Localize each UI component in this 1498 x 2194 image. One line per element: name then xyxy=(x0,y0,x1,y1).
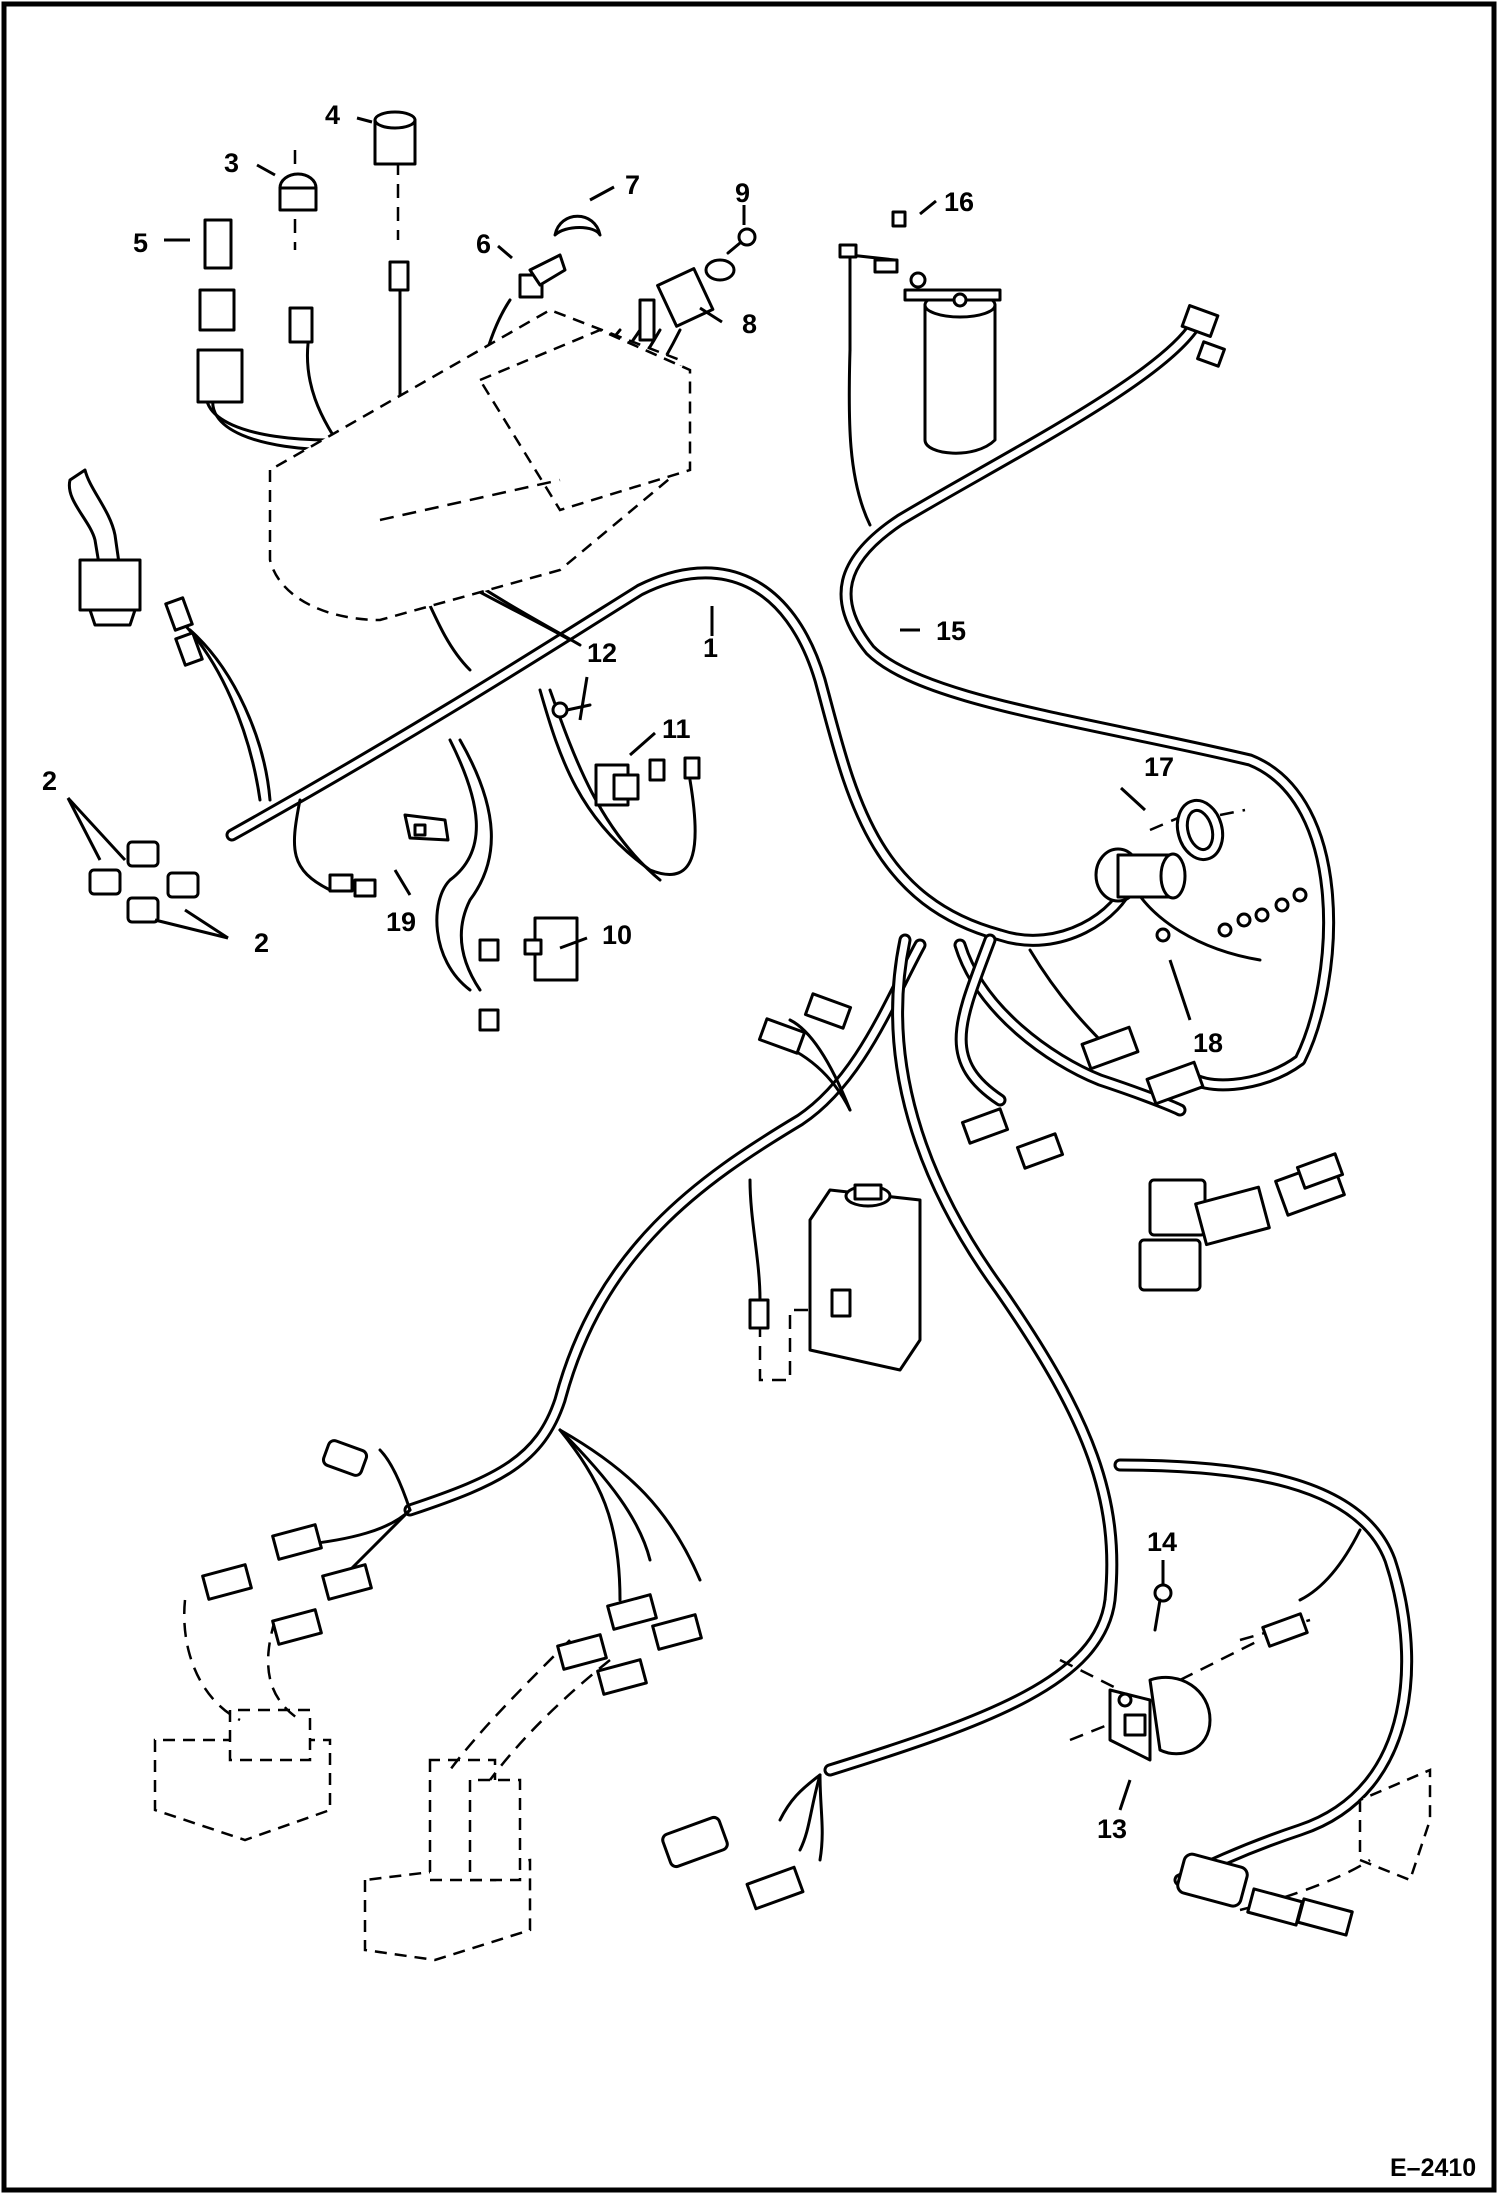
callout-19: 19 xyxy=(386,907,416,937)
switch-3 xyxy=(278,172,318,212)
key-switch-8 xyxy=(638,258,736,342)
bracket-19 xyxy=(403,813,450,842)
figure-code: E–2410 xyxy=(1390,2154,1476,2182)
ring-terminals-18 xyxy=(1155,887,1308,943)
callout-2-upper: 2 xyxy=(42,766,57,796)
callout-2-lower: 2 xyxy=(254,928,269,958)
joystick xyxy=(67,468,204,667)
callout-18: 18 xyxy=(1193,1028,1223,1058)
callout-9: 9 xyxy=(735,178,750,208)
callout-3: 3 xyxy=(224,148,239,178)
callout-labels: 1 2 2 3 4 5 6 7 8 9 10 11 12 13 14 15 16… xyxy=(42,100,1476,2182)
harness-15-end-connector xyxy=(1180,304,1226,368)
reservoir xyxy=(748,1183,922,1372)
callout-10: 10 xyxy=(602,920,632,950)
callout-1: 1 xyxy=(703,633,718,663)
mid-connectors xyxy=(757,992,1065,1170)
clip-7 xyxy=(553,214,602,237)
phantom-components xyxy=(153,115,1432,1962)
switch-4 xyxy=(373,110,417,166)
relay-10 xyxy=(328,873,579,1032)
terminals-2 xyxy=(88,840,200,924)
callout-12: 12 xyxy=(587,638,617,668)
bolt-14 xyxy=(1153,1583,1173,1632)
bottom-right-connectors xyxy=(1176,1852,1354,1937)
lower-left-connectors xyxy=(201,1439,703,1696)
mount-13 xyxy=(1108,1675,1212,1762)
callout-5: 5 xyxy=(133,228,148,258)
callout-7: 7 xyxy=(625,170,640,200)
switch-5 xyxy=(196,218,244,404)
screw-12 xyxy=(551,701,592,719)
callout-13: 13 xyxy=(1097,1814,1127,1844)
callout-6: 6 xyxy=(476,229,491,259)
callout-14: 14 xyxy=(1147,1527,1177,1557)
callout-15: 15 xyxy=(936,616,966,646)
lock-ring-17 xyxy=(1175,798,1225,862)
relay-11 xyxy=(594,756,701,807)
multi-pin-connectors xyxy=(1138,1152,1346,1292)
bottom-center-connectors xyxy=(661,1815,805,1911)
components xyxy=(67,110,1354,1937)
connectors-18 xyxy=(1080,1025,1205,1106)
key-9 xyxy=(726,227,757,255)
callout-8: 8 xyxy=(742,309,757,339)
callout-11: 11 xyxy=(662,714,691,744)
leader-lines xyxy=(66,116,1192,1811)
bulkhead-connector xyxy=(1094,847,1187,903)
harness-wires xyxy=(178,253,1414,1887)
callout-4: 4 xyxy=(325,100,340,130)
callout-17: 17 xyxy=(1144,752,1174,782)
lamp-socket-6 xyxy=(518,253,567,299)
callout-16: 16 xyxy=(944,187,974,217)
filter-canister xyxy=(838,210,1002,455)
